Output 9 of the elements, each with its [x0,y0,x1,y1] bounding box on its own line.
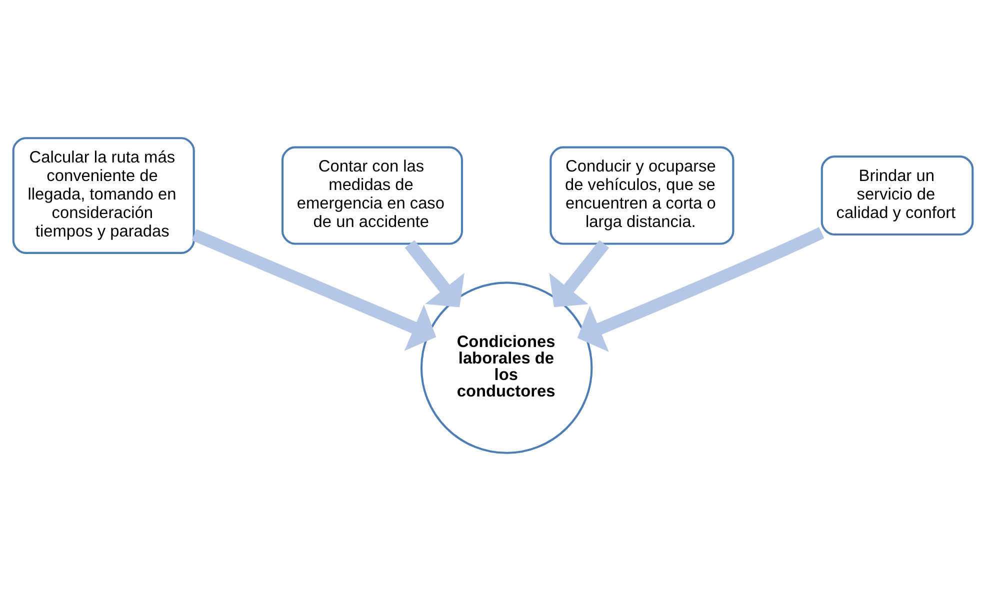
node-box: Conducir y ocuparse de vehículos, que se encuentren a corta o larga distancia. [550,146,734,244]
arrow [549,240,610,307]
node-box: Brindar un servicio de calidad y confort [820,155,974,236]
arrow [577,226,824,352]
node-box: Calcular la ruta más conveniente de llegada, tomando en consideración tiempos y paradas [12,136,195,254]
arrow [404,240,464,307]
node-circle: Condiciones laborales de los conductores [420,281,593,454]
arrow [192,228,436,350]
node-box: Contar con las medidas de emergencia en caso de un accidente [282,146,463,244]
